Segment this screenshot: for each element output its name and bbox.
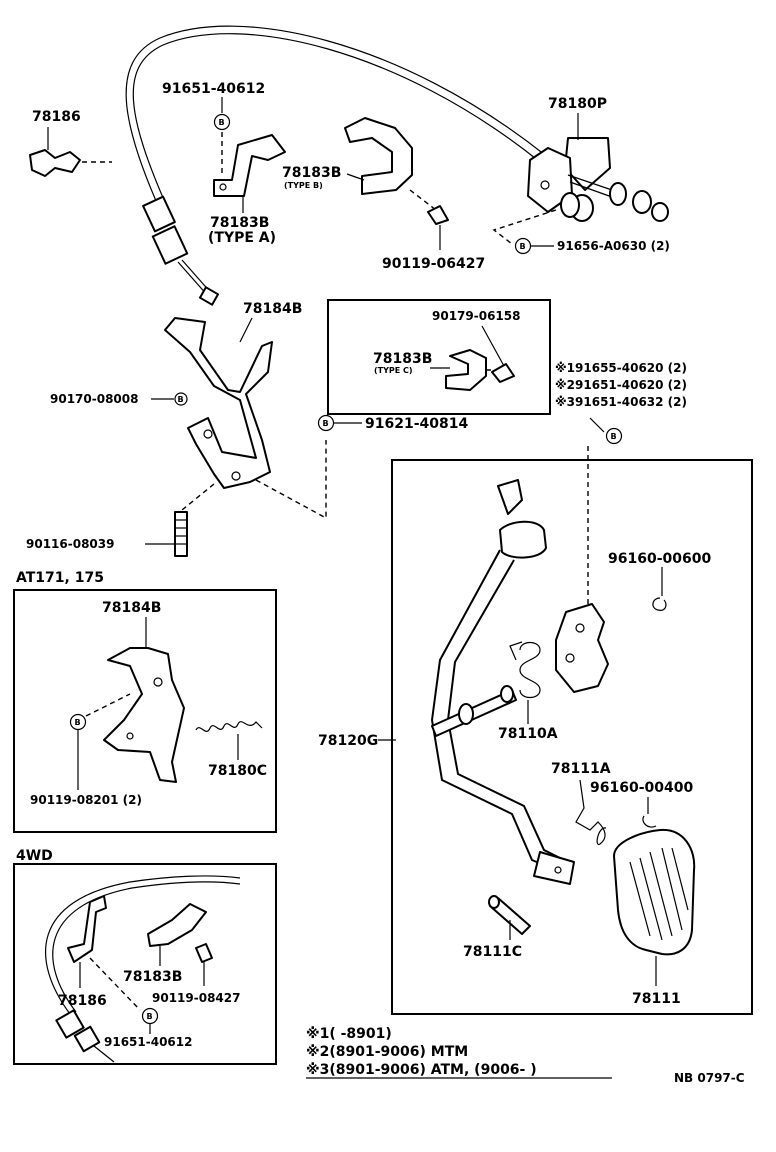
label-78120g: 78120G [318,733,378,749]
bracket-78183b-type-b [344,117,413,195]
note-3: ※3(8901-9006) ATM, (9006- ) [306,1062,537,1078]
note-2: ※2(8901-9006) MTM [306,1044,468,1060]
bolt-marker-letter: B [323,419,329,428]
pedal-mount-plate [555,603,609,693]
leader-78183b-type-b [346,173,365,181]
stud-90116-08039 [174,511,188,557]
label-90116-08039: 90116-08039 [26,537,114,551]
label-78111: 78111 [632,991,681,1007]
pin-78111c [488,895,531,935]
pedal-arm-78120g [430,479,575,885]
label-90170-08008: 90170-08008 [50,392,138,406]
label-90119-06427-top: 90119-06427 [382,256,485,272]
note-1: ※1( -8901) [306,1026,392,1042]
wd-section-title: 4WD [16,848,53,864]
label-78184b-at: 78184B [102,600,161,616]
label-78184b-top: 78184B [243,301,302,317]
label-78183b-type-a: 78183B [210,215,269,231]
label-91655-40620: ※191655-40620 (2) [555,361,687,375]
bolt-marker-letter: B [611,432,617,441]
wd-section-box [13,863,277,1065]
bolt-marker-letter: B [75,718,81,727]
bolt-marker-letter: B [219,118,225,127]
clamp-78186 [29,149,112,177]
label-78183b-type-c: 78183B [373,351,432,367]
pedal-pad-78111 [613,828,696,956]
clip-96160-00400 [642,815,657,828]
spring-78180c [195,721,263,733]
bracket-78183b-type-c [445,349,515,391]
bracket-78183b-type-a [213,134,286,197]
label-78180p: 78180P [548,96,607,112]
label-78186-top: 78186 [32,109,81,125]
at-section-box [13,589,277,833]
label-91651-40620: ※291651-40620 (2) [555,378,687,392]
label-91651-40632: ※391651-40632 (2) [555,395,687,409]
label-type-b: (TYPE B) [284,181,323,190]
spring-78110a [509,641,541,699]
bracket-78184b [164,317,273,489]
bolt-marker-icon [174,392,188,406]
label-78111c: 78111C [463,944,522,960]
label-91651-40612-top: 91651-40612 [162,81,265,97]
pivot-shaft [431,685,517,737]
label-78111a: 78111A [551,761,611,777]
bolt-marker-letter: B [520,242,526,251]
label-96160-00600: 96160-00600 [608,551,711,567]
label-91621-40814: 91621-40814 [365,416,468,432]
bolt-marker-icon [213,113,231,131]
bracket-78183b-4wd [147,903,213,963]
bolt-marker-icon [317,414,335,432]
bolt-marker-icon [514,237,532,255]
bracket-78180p [527,137,669,222]
label-91656-a0630: 91656-A0630 (2) [557,239,670,253]
label-78186-4wd: 78186 [58,993,107,1009]
bolt-marker-icon [69,713,87,731]
label-type-c: (TYPE C) [374,366,413,375]
pedal-box [391,459,753,1015]
bolt-marker-icon [605,427,623,445]
label-type-a: (TYPE A) [208,230,276,246]
accelerator-cable [125,25,546,306]
bolt-marker-letter: B [147,1012,153,1021]
label-96160-00400: 96160-00400 [590,780,693,796]
label-78183b-4wd: 78183B [123,969,182,985]
bracket-78184b-at [103,647,185,783]
label-78110a: 78110A [498,726,558,742]
label-78180c: 78180C [208,763,267,779]
label-90179-06158: 90179-06158 [432,309,520,323]
ref-code: NB 0797-C [674,1071,745,1085]
label-91651-40612-4wd: 91651-40612 [104,1035,192,1049]
bolt-marker-letter: B [178,395,184,404]
label-78183b-type-b: 78183B [282,165,341,181]
bolt-marker-icon [141,1007,159,1025]
type-c-box [327,299,551,415]
cable-4wd [44,875,241,1063]
label-90119-08201: 90119-08201 (2) [30,793,142,807]
at-section-title: AT171, 175 [16,570,104,586]
label-90119-06427-4wd: 90119-08427 [152,991,240,1005]
clamp-78186-4wd [67,895,107,963]
bolt-90119-06427 [409,189,449,225]
spring-78111a [575,779,607,845]
leader-78184b-top [239,317,253,343]
clip-96160-00600 [652,597,667,611]
